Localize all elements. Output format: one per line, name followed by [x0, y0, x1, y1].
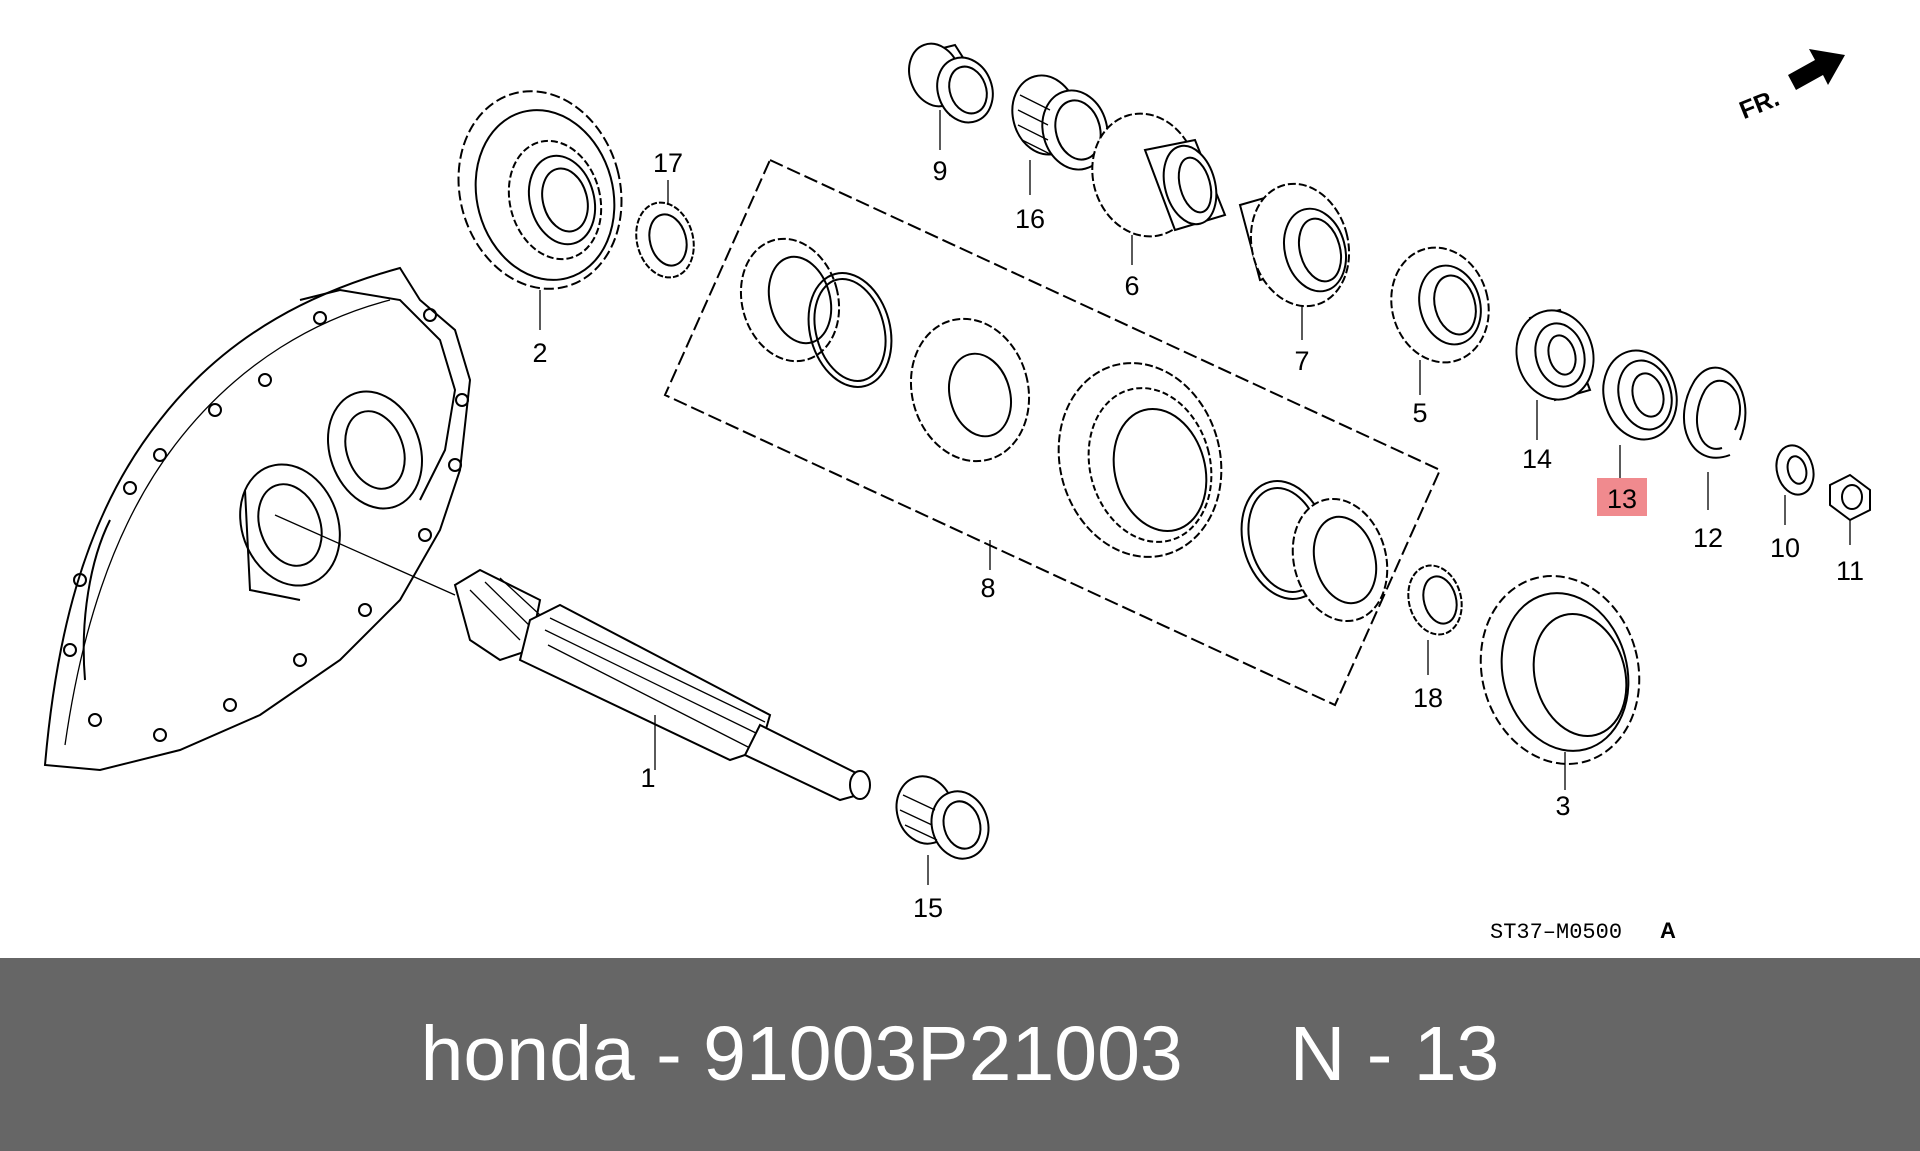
drawing-code-suffix: A [1660, 918, 1676, 943]
part-5-gear [1390, 246, 1490, 395]
part-label-13: 13 [1607, 484, 1637, 514]
part-17-collar [635, 180, 695, 279]
part-13-highlight [1597, 478, 1647, 516]
part-13-bearing [1602, 349, 1678, 480]
front-direction-arrow: FR. [1735, 49, 1845, 125]
part-label-5: 5 [1412, 398, 1427, 428]
part-12-snap-ring [1683, 366, 1747, 510]
caption-text: honda - 91003P21003 N - 13 [420, 1011, 1500, 1097]
part-11-nut [1829, 473, 1871, 545]
part-9-collar [908, 42, 994, 150]
part-label-11: 11 [1836, 556, 1864, 586]
part-14-bearing [1515, 308, 1595, 440]
part-label-15: 15 [913, 893, 943, 923]
part-10-washer [1775, 444, 1815, 525]
part-label-16: 16 [1015, 204, 1045, 234]
part-label-2: 2 [532, 338, 547, 368]
part-label-3: 3 [1555, 791, 1570, 821]
part-7-gear [1238, 182, 1351, 340]
transmission-housing [43, 266, 472, 772]
part-label-10: 10 [1770, 533, 1800, 563]
part-label-1: 1 [640, 763, 655, 793]
caption-bar: honda - 91003P21003 N - 13 [0, 958, 1920, 1151]
parts-diagram: 1 2 3 5 6 7 8 9 10 11 12 13 14 15 16 17 … [43, 42, 1871, 945]
part-label-18: 18 [1413, 683, 1443, 713]
part-2-gear [457, 90, 623, 330]
part-1-mainshaft [453, 568, 871, 802]
part-label-17: 17 [653, 148, 683, 178]
part-8-synchro-assembly [663, 158, 1442, 707]
part-15-needle-bearing [895, 775, 990, 885]
part-label-9: 9 [932, 156, 947, 186]
part-6-gear [1091, 112, 1227, 265]
part-label-12: 12 [1693, 523, 1723, 553]
part-label-6: 6 [1124, 271, 1139, 301]
part-label-8: 8 [980, 573, 995, 603]
drawing-code: ST37–M0500 [1490, 920, 1622, 945]
part-label-7: 7 [1294, 346, 1309, 376]
part-3-gear [1479, 575, 1641, 790]
part-label-14: 14 [1522, 444, 1552, 474]
front-direction-label: FR. [1735, 84, 1783, 125]
part-18-collar [1407, 564, 1463, 675]
part-16-needle-bearing [1011, 74, 1109, 195]
